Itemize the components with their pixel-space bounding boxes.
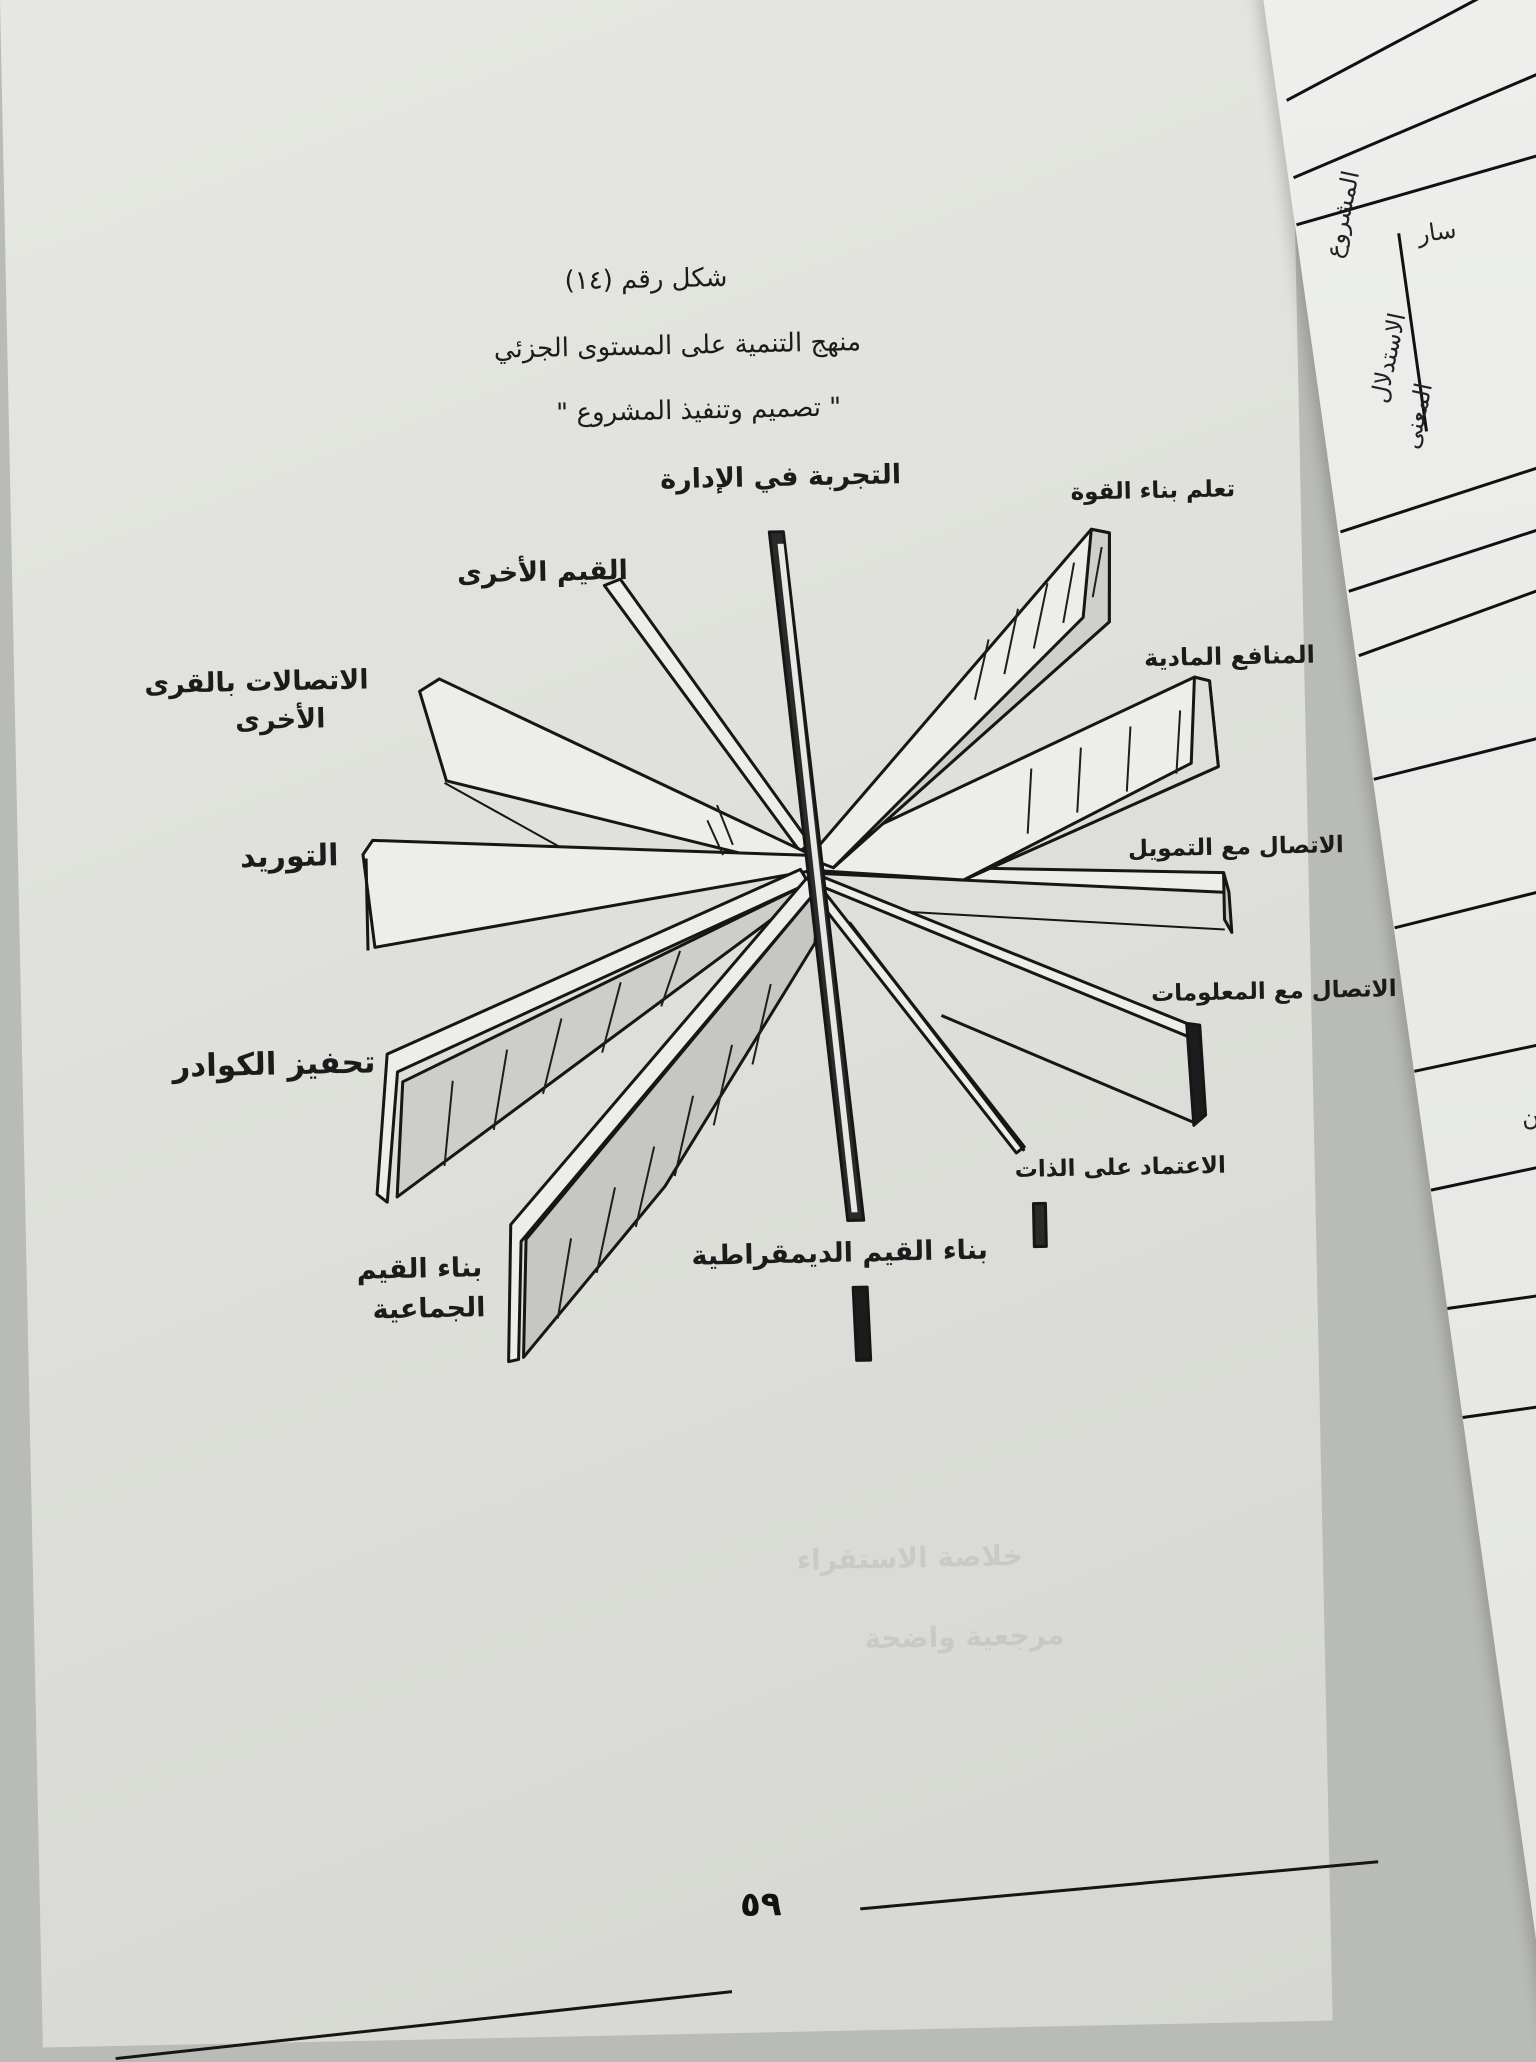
hatching [443, 546, 1182, 1319]
label-left-cadres: تحفيز الكوادر [171, 1044, 376, 1085]
label-bottom: بناء القيم الديمقراطية [691, 1234, 989, 1272]
facing-text: سار [1415, 215, 1459, 249]
facing-text: معنيان [1519, 1096, 1536, 1133]
label-left-contacts-2: الأخرى [234, 703, 326, 737]
table-rule [1373, 705, 1536, 781]
self-stub [1031, 1201, 1048, 1249]
plank-right-material-face [962, 675, 1220, 882]
pole-stub [851, 1285, 873, 1362]
project-design-diagram [361, 527, 1234, 1364]
label-top-right: تعلم بناء القوة [1070, 476, 1236, 506]
table-rule [1447, 1265, 1536, 1311]
label-right-finance: الاتصال مع التمويل [1127, 832, 1345, 863]
table-rule [1394, 853, 1536, 930]
label-left-supply: التوريد [239, 838, 339, 876]
label-left-contacts-1: الاتصالات بالقرى [144, 664, 369, 701]
diagram-hub [361, 527, 1234, 1364]
plank-right-info-face [1185, 1021, 1208, 1127]
label-right-material: المنافع المادية [1143, 640, 1316, 673]
facing-text: الاستدلال [1365, 310, 1412, 406]
page-number: ٥٩ [739, 1884, 782, 1925]
label-bottom-left-1: بناء القيم [356, 1252, 483, 1286]
label-top: التجربة في الإدارة [659, 459, 902, 496]
table-rule [1462, 1374, 1536, 1419]
table-rule [1430, 1126, 1536, 1192]
plank-right-top-face [831, 527, 1111, 870]
label-right-self: الاعتماد على الذات [1014, 1152, 1227, 1184]
label-right-info: الاتصال مع المعلومات [1150, 975, 1397, 1008]
label-upper-left: القيم الأخرى [456, 554, 629, 590]
table-rule [1348, 497, 1536, 593]
facing-text: المعنى [1396, 380, 1438, 452]
label-bottom-left-2: الجماعية [372, 1292, 486, 1326]
table-rule [1358, 551, 1536, 658]
table-rule [1339, 437, 1536, 534]
table-rule [1414, 1007, 1536, 1073]
table-rule [1285, 0, 1536, 102]
plank-right-finance-face [1222, 871, 1234, 934]
document-page: خلاصة الاستقراء مرجعية واضحة شكل رقم (١٤… [0, 0, 1397, 2061]
central-pole-highlight [777, 543, 858, 1213]
